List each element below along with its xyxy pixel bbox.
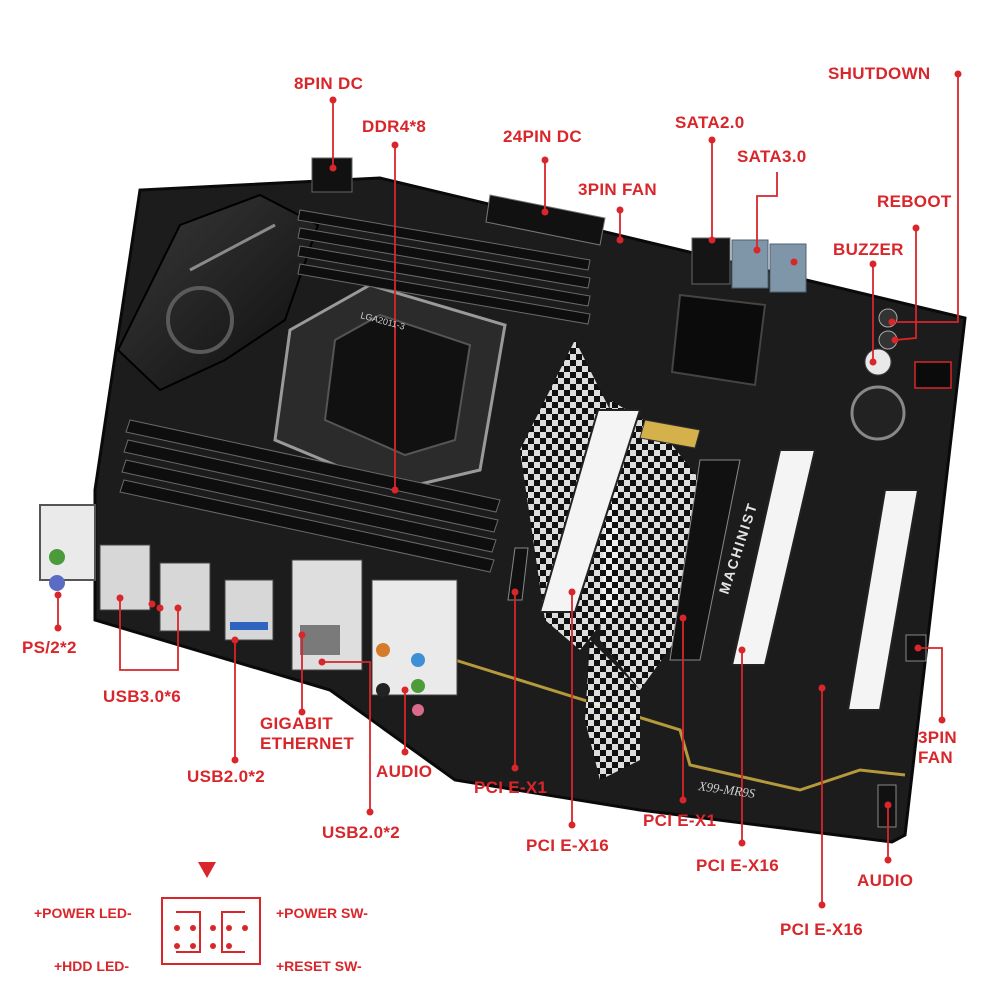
callout-lines	[57, 74, 959, 905]
label-ps2: PS/2*2	[22, 638, 77, 657]
checker-pattern-mid	[600, 400, 700, 690]
jack-black	[376, 683, 390, 697]
jack-pink	[412, 704, 424, 716]
label-8pin-dc: 8PIN DC	[294, 74, 364, 93]
dc8pin-connector	[311, 157, 353, 193]
pcie-x16-slot-2	[730, 449, 817, 666]
label-gigabit-line1: GIGABIT	[260, 714, 333, 733]
gold-trace	[454, 658, 906, 792]
label-reset-sw: +RESET SW-	[276, 958, 362, 974]
line-usb20-b	[322, 661, 371, 812]
label-pcie-x16-a: PCI E-X16	[526, 836, 610, 855]
label-fan-right-line1: 3PIN	[918, 728, 957, 747]
label-gigabit-ethernet: GIGABIT ETHERNET	[260, 714, 354, 754]
label-hdd-led: +HDD LED-	[54, 958, 130, 974]
label-power-led: +POWER LED-	[34, 905, 132, 921]
checker-pattern-bottom	[585, 640, 640, 780]
label-pcie-x16-c: PCI E-X16	[780, 920, 864, 939]
label-reboot: REBOOT	[877, 192, 952, 211]
label-audio-header: AUDIO	[857, 871, 914, 890]
m2-slot	[639, 419, 701, 449]
heatsink-fan-ring	[166, 286, 234, 354]
line-fan-right	[918, 647, 943, 720]
label-3pin-fan-right: 3PIN FAN	[918, 728, 957, 768]
label-audio-rear: AUDIO	[376, 762, 433, 781]
label-sata3: SATA3.0	[737, 147, 807, 166]
ps2-port-1	[49, 549, 65, 565]
line-shutdown	[892, 74, 959, 323]
label-pcie-x16-b: PCI E-X16	[696, 856, 780, 875]
dc24pin-connector	[485, 194, 606, 246]
label-usb20-b: USB2.0*2	[322, 823, 400, 842]
usb30-stack-1	[99, 544, 151, 611]
line-sata3	[756, 172, 778, 250]
pcie-x1-slot-2	[669, 459, 741, 661]
usb30-stack-2	[159, 562, 211, 632]
audio-jacks-block	[371, 579, 458, 696]
buzzer-component	[864, 348, 892, 376]
label-fan-right-line2: FAN	[918, 748, 953, 767]
rear-io	[39, 504, 458, 716]
debug-display	[914, 361, 952, 389]
cmos-battery	[850, 385, 906, 441]
sata3-port-2	[769, 243, 807, 293]
heatsink-accent	[189, 223, 276, 272]
label-gigabit-line2: ETHERNET	[260, 734, 355, 753]
jack-blue	[411, 653, 425, 667]
label-shutdown: SHUTDOWN	[828, 64, 931, 83]
label-usb30: USB3.0*6	[103, 687, 181, 706]
sata2-port	[691, 237, 731, 285]
label-sata2: SATA2.0	[675, 113, 745, 132]
label-power-sw: +POWER SW-	[276, 905, 368, 921]
usb20-stack-1	[224, 579, 274, 641]
line-reboot	[894, 228, 917, 341]
label-buzzer: BUZZER	[833, 240, 904, 259]
ps2-port-2	[49, 575, 65, 591]
ddr4-slots-upper	[297, 209, 591, 325]
pcie-x16-slot-3	[846, 489, 920, 711]
label-3pin-fan-top: 3PIN FAN	[578, 180, 657, 199]
pcie-x16-slot-1	[538, 409, 642, 613]
label-pcie-x1-a: PCI E-X1	[474, 778, 548, 797]
callout-dots	[54, 70, 962, 909]
jack-orange	[376, 643, 390, 657]
front-panel-diagram	[161, 862, 261, 965]
pcie-x1-slot-1	[507, 547, 529, 601]
label-ddr4: DDR4*8	[362, 117, 427, 136]
cpu-socket-lid	[323, 313, 472, 457]
label-usb20-a: USB2.0*2	[187, 767, 265, 786]
label-pcie-x1-b: PCI E-X1	[643, 811, 717, 830]
line-usb30	[119, 598, 179, 671]
label-24pin-dc: 24PIN DC	[503, 127, 582, 146]
pin1-arrow	[198, 862, 216, 878]
sata3-port-1	[731, 239, 769, 289]
chipset-heatsink	[670, 293, 767, 387]
jack-green	[411, 679, 425, 693]
ddr4-slots-lower	[119, 419, 501, 573]
